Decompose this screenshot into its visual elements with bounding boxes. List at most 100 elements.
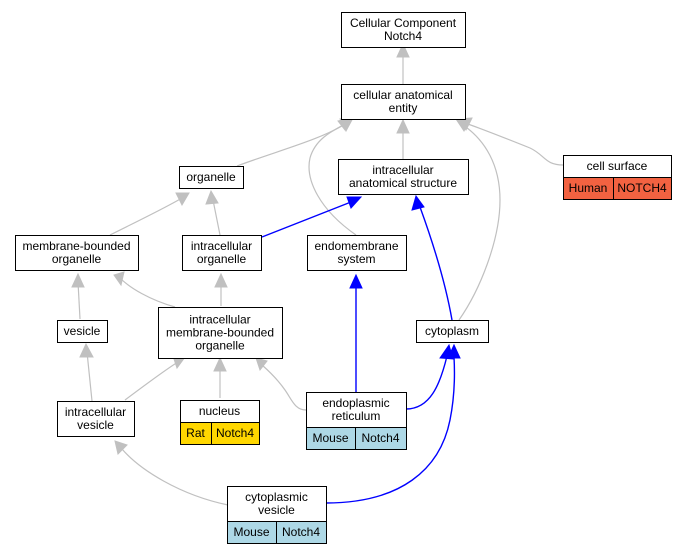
edge-cytoplasmic-vesicle-to-intracellular-vesicle (121, 448, 229, 506)
node-label-line: membrane-bounded (166, 326, 274, 340)
species-gene-badge: Rat Notch4 (180, 422, 260, 445)
node-label-line: organelle (195, 339, 245, 353)
node-label-line: Cellular Component (350, 16, 457, 30)
edge-arrowhead (349, 273, 363, 289)
node-label-line: reticulum (332, 409, 381, 423)
edge-arrowhead (205, 189, 219, 205)
node-label-line: entity (389, 101, 418, 115)
node-label-line: cytoplasmic (245, 490, 308, 504)
node-label-line: anatomical structure (349, 176, 457, 190)
node-box (179, 166, 244, 189)
gene-cell (355, 427, 407, 450)
node-label-line: endoplasmic (322, 396, 389, 410)
edge-organelle-to-cellular-anatomical-entity (236, 122, 348, 167)
node-label-line: cell surface (587, 159, 648, 173)
node-box (227, 486, 327, 522)
edge-arrowhead (255, 357, 268, 372)
species-label: Mouse (312, 431, 348, 445)
node-label-line: vesicle (258, 503, 295, 517)
node-label-line: intracellular (65, 405, 126, 419)
edge-arrowhead (447, 343, 461, 359)
edge-arrowhead (114, 440, 128, 455)
node-label-line: Notch4 (384, 29, 422, 43)
node-label-line: intracellular (189, 313, 250, 327)
species-label: Mouse (233, 525, 269, 539)
edge-intracellular-membrane-bounded-organelle-to-membrane-bounded-organelle (119, 277, 176, 308)
edge-cytoplasmic-vesicle-to-cytoplasm (325, 356, 456, 504)
edge-arrowhead (175, 192, 190, 207)
edge-arrowhead (79, 342, 94, 358)
edge-intracellular-organelle-to-intracellular-anatomical-structure (261, 201, 352, 238)
gene-cell (211, 422, 260, 445)
node-label-line: vesicle (77, 418, 114, 432)
gene-label: Notch4 (361, 431, 399, 445)
species-label: Rat (186, 426, 205, 440)
node-label-line: intracellular (191, 239, 252, 253)
node-label-line: vesicle (64, 324, 101, 338)
node-label-line: cellular anatomical (353, 88, 452, 102)
node-label-line: system (337, 252, 375, 266)
species-gene-badge: Mouse Notch4 (227, 521, 327, 544)
node-box (307, 235, 407, 271)
edge-vesicle-to-membrane-bounded-organelle (77, 281, 81, 320)
edge-cell-surface-to-cellular-anatomical-entity (464, 122, 564, 166)
species-gene-badge: Mouse Notch4 (306, 427, 407, 450)
edge-cytoplasm-to-cellular-anatomical-entity (458, 124, 501, 321)
node-box (338, 159, 469, 195)
node-box (182, 235, 262, 271)
edge-arrowhead (214, 272, 228, 288)
node-label-line: organelle (52, 252, 102, 266)
node-label-line: organelle (197, 252, 247, 266)
edge-arrowhead (411, 194, 425, 211)
edge-intracellular-organelle-to-organelle (212, 199, 221, 236)
gene-label: NOTCH4 (617, 181, 667, 195)
gene-cell (276, 521, 327, 544)
edge-membrane-bounded-organelle-to-organelle (109, 197, 183, 236)
node-label-line: cytoplasm (425, 324, 479, 338)
node-label-line: nucleus (199, 404, 240, 418)
edge-arrowhead (396, 118, 410, 134)
edge-arrowhead (113, 271, 125, 287)
node-label-line: organelle (186, 170, 236, 184)
node-organelle[interactable]: organelle (179, 166, 244, 189)
gene-cell (613, 177, 672, 200)
edge-endomembrane-system-to-cellular-anatomical-entity (308, 123, 357, 236)
edge-intracellular-vesicle-to-vesicle (86, 351, 93, 402)
edge-arrowhead (71, 272, 85, 288)
node-cytoplasm[interactable]: cytoplasm (416, 320, 489, 343)
edge-arrowhead (346, 196, 363, 209)
node-box (57, 320, 108, 343)
gene-label: Notch4 (216, 426, 254, 440)
node-box (416, 320, 489, 343)
gene-label: Notch4 (282, 525, 320, 539)
edge-endoplasmic-reticulum-to-cytoplasm (405, 355, 448, 410)
node-vesicle[interactable]: vesicle (57, 320, 108, 343)
node-label-line: membrane-bounded (22, 239, 130, 253)
node-box (15, 235, 139, 271)
node-box (306, 392, 407, 428)
node-label-line: endomembrane (314, 239, 398, 253)
edge-intracellular-vesicle-to-intracellular-membrane-bounded-organelle (124, 361, 179, 401)
node-box (341, 12, 466, 48)
edge-arrowhead (213, 356, 227, 372)
edge-cytoplasm-to-intracellular-anatomical-structure (419, 206, 453, 321)
edge-endoplasmic-reticulum-to-intracellular-membrane-bounded-organelle (261, 364, 307, 411)
edge-arrowhead (396, 42, 410, 58)
node-label-line: intracellular (372, 163, 433, 177)
node-box (57, 401, 135, 437)
